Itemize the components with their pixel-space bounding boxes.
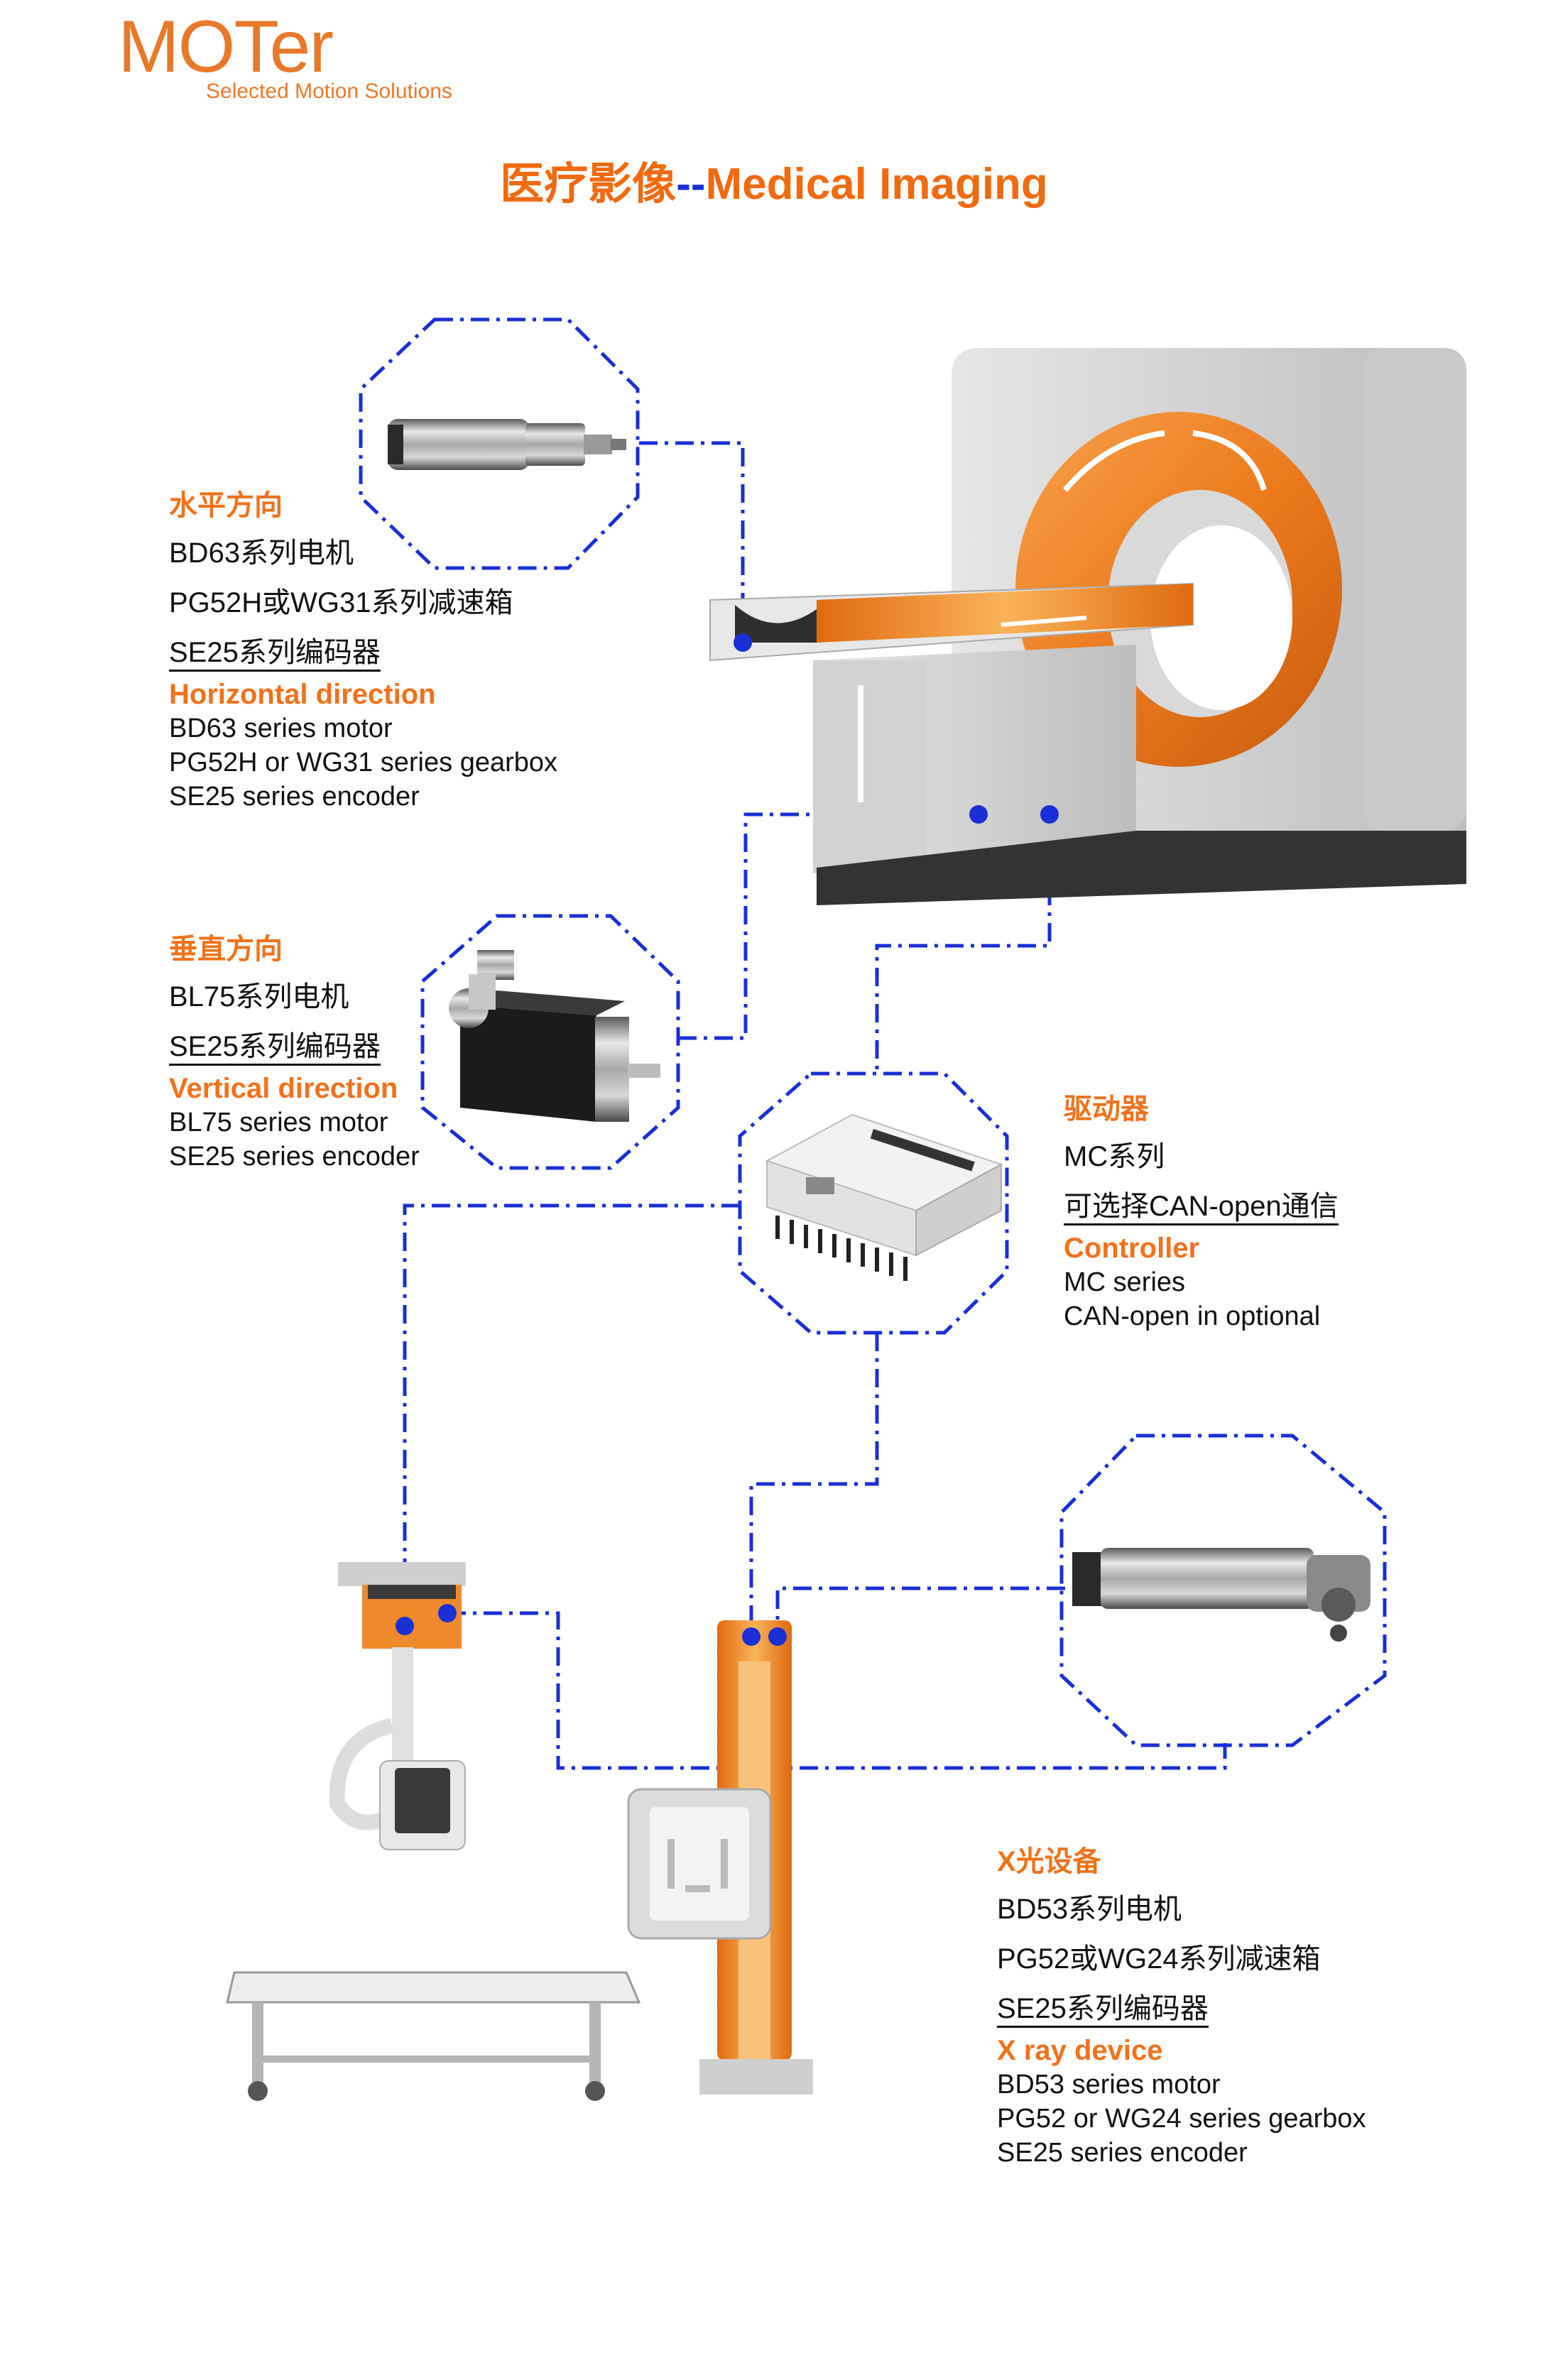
frame-vertical-motor (420, 914, 680, 1170)
xray-en-item: SE25 series encoder (997, 2138, 1248, 2168)
bd53-gearmotor-image (1072, 1548, 1370, 1642)
title-en: Medical Imaging (705, 160, 1048, 209)
title-zh: 医疗影像 (500, 160, 677, 209)
vertical-en-item: BL75 series motor (169, 1108, 388, 1137)
horizontal-zh-item: BD63系列电机 (169, 537, 354, 569)
xray-en-item: PG52 or WG24 series gearbox (997, 2104, 1366, 2134)
xray-zh-item: SE25系列编码器 (997, 1993, 1209, 2028)
frame-horizontal-motor (359, 317, 640, 570)
section-xray: X光设备 BD53系列电机 PG52或WG24系列减速箱 SE25系列编码器 X… (997, 1839, 1366, 2170)
vertical-heading-zh: 垂直方向 (169, 934, 283, 965)
horizontal-zh-item: PG52H或WG31系列减速箱 (169, 587, 513, 618)
vertical-en-item: SE25 series encoder (169, 1142, 420, 1172)
frame-controller (738, 1071, 1009, 1335)
logo-wordmark: MOTer (118, 6, 334, 88)
connector-controller-column (749, 1333, 879, 1626)
page-title: 医疗影像--Medical Imaging (0, 148, 1548, 212)
xray-zh-item: BD53系列电机 (997, 1894, 1182, 1925)
dot-column-left (742, 1627, 761, 1646)
horizontal-heading-en: Horizontal direction (169, 679, 436, 710)
horizontal-en-item: SE25 series encoder (169, 782, 420, 812)
xray-heading-en: X ray device (997, 2035, 1163, 2066)
ceiling-xray-image (329, 1562, 466, 1850)
dot-ct-base-right (1040, 805, 1059, 824)
logo-tagline: Selected Motion Solutions (206, 80, 452, 103)
connector-ct-controller (875, 814, 1052, 1072)
section-controller: 驱动器 MC系列 可选择CAN-open通信 Controller MC ser… (1064, 1086, 1339, 1333)
controller-en-item: MC series (1064, 1267, 1186, 1297)
bd63-motor-image (388, 419, 626, 470)
dot-ceiling-right (438, 1604, 457, 1622)
dot-ct-base-left (969, 805, 988, 824)
xray-en-item: BD53 series motor (997, 2070, 1221, 2100)
horizontal-zh-item: SE25系列编码器 (169, 637, 381, 672)
dot-ceiling-left (396, 1617, 414, 1635)
xray-zh-item: PG52或WG24系列减速箱 (997, 1943, 1321, 1975)
xray-column-image (627, 1620, 813, 2095)
section-horizontal: 水平方向 BD63系列电机 PG52H或WG31系列减速箱 SE25系列编码器 … (169, 483, 557, 814)
connection-dots (396, 633, 1059, 1646)
section-vertical: 垂直方向 BL75系列电机 SE25系列编码器 Vertical directi… (169, 927, 420, 1174)
vertical-zh-item: SE25系列编码器 (169, 1031, 381, 1066)
horizontal-heading-zh: 水平方向 (169, 490, 283, 521)
bl75-motor-image (449, 950, 660, 1122)
dot-column-right (768, 1627, 787, 1646)
horizontal-en-item: BD63 series motor (169, 714, 393, 743)
vertical-heading-en: Vertical direction (169, 1073, 398, 1104)
connector-ceiling-bus (447, 1611, 1227, 1770)
controller-zh-item: MC系列 (1064, 1141, 1165, 1172)
controller-en-item: CAN-open in optional (1064, 1301, 1321, 1331)
vertical-zh-item: BL75系列电机 (169, 981, 349, 1012)
ct-scanner-image (709, 348, 1466, 905)
dot-ct-table (734, 633, 752, 652)
title-separator: -- (676, 160, 706, 209)
controller-heading-zh: 驱动器 (1064, 1093, 1149, 1125)
connector-controller-ceiling (403, 1203, 740, 1620)
connector-gearmotor-column (775, 1586, 1065, 1626)
controller-heading-en: Controller (1064, 1233, 1200, 1264)
mc-controller-image (765, 1113, 1003, 1281)
xray-table-image (226, 1971, 641, 2101)
horizontal-en-item: PG52H or WG31 series gearbox (169, 748, 558, 777)
xray-heading-zh: X光设备 (997, 1846, 1101, 1877)
frame-xray-gearmotor (1059, 1434, 1387, 1747)
controller-zh-item: 可选择CAN-open通信 (1064, 1191, 1339, 1226)
